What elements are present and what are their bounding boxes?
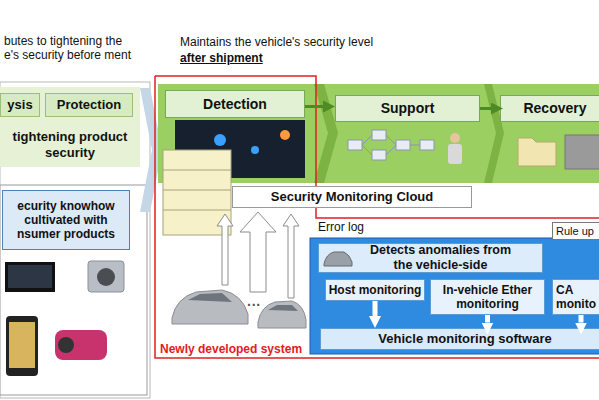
node-text: Security Monitoring Cloud [271,189,434,204]
server-line [163,170,231,171]
node-text: Support [381,100,435,117]
annotation-text: Maintains the vehicle's security level [180,35,480,49]
car-window [188,293,232,302]
process-box: In-vehicle Ether monitoring [430,279,545,315]
node-text: In-vehicle Ether monitoring [431,283,544,311]
node-text: ysis [7,97,32,112]
flow-icon [372,130,386,140]
node-text: ecurity knowhow cultivated with nsumer p… [8,199,124,241]
node-text: tightening product security [4,129,136,160]
device-icon [565,135,599,169]
car-icon [258,301,306,328]
flow-icon [372,150,386,160]
annotation-text: Error log [318,220,398,234]
annotation-text: ··· [247,297,267,314]
process-box: CA monito [552,279,599,315]
tv-screen [8,265,52,288]
flow-wires [362,135,420,155]
node-text: Protection [57,97,121,112]
flow-arrow [305,105,323,108]
node-text: Detects anomalies from the vehicle-side [359,243,522,273]
upload-arrow [283,214,299,298]
tv-icon [5,262,55,292]
screen-glow [280,130,290,140]
car-icon [172,290,248,324]
phone-screen [9,322,35,368]
process-box: Detects anomalies from the vehicle-side [318,243,543,273]
server-line [163,210,231,211]
node-text: Vehicle monitoring software [378,331,551,346]
inner-box: Protection [45,93,133,117]
process-box: Rule up [552,222,599,240]
flow-icon [396,140,410,150]
annotation-text: after shipment [180,51,380,65]
process-box: ecurity knowhow cultivated with nsumer p… [2,190,130,250]
block-arrow [485,315,490,323]
block-arrow [579,315,584,323]
process-box: Detection [165,90,305,118]
node-text: CA monito [556,283,599,311]
left-panel [0,82,150,398]
process-box: tightening product security ysis Protectio… [0,87,140,167]
server-line [163,190,231,191]
flow-arrow [480,107,491,110]
person-icon [450,133,460,143]
node-text: Recovery [523,100,586,117]
process-box: Support [335,95,480,122]
annotation-text: butes to tightening the e's security bef… [4,34,131,63]
process-box: Recovery [500,95,599,122]
node-text: Rule up [556,225,594,238]
camera-lens [97,268,115,286]
process-box: Host monitoring [325,279,425,301]
process-box: Security Monitoring Cloud [232,186,472,208]
camcorder-icon [55,330,107,360]
inner-box: ysis [0,93,40,117]
folder-icon [518,138,556,166]
process-box: Vehicle monitoring software [320,328,599,350]
block-arrow [373,301,378,316]
flow-icon [348,140,362,150]
node-text: Detection [203,96,267,113]
camcorder-lens [58,337,74,353]
screen-glow [214,134,226,146]
screen-glow [251,146,259,154]
upload-arrow [240,212,276,292]
person-icon [448,144,462,164]
phone-icon [6,316,38,376]
car-icon [324,252,352,266]
car-window [268,305,298,311]
flow-icon [420,140,434,150]
upload-arrow [217,214,233,285]
node-text: Host monitoring [329,283,422,297]
camera-icon [88,261,124,292]
annotation-text: Newly developed system [158,342,304,356]
product-box [0,185,147,395]
